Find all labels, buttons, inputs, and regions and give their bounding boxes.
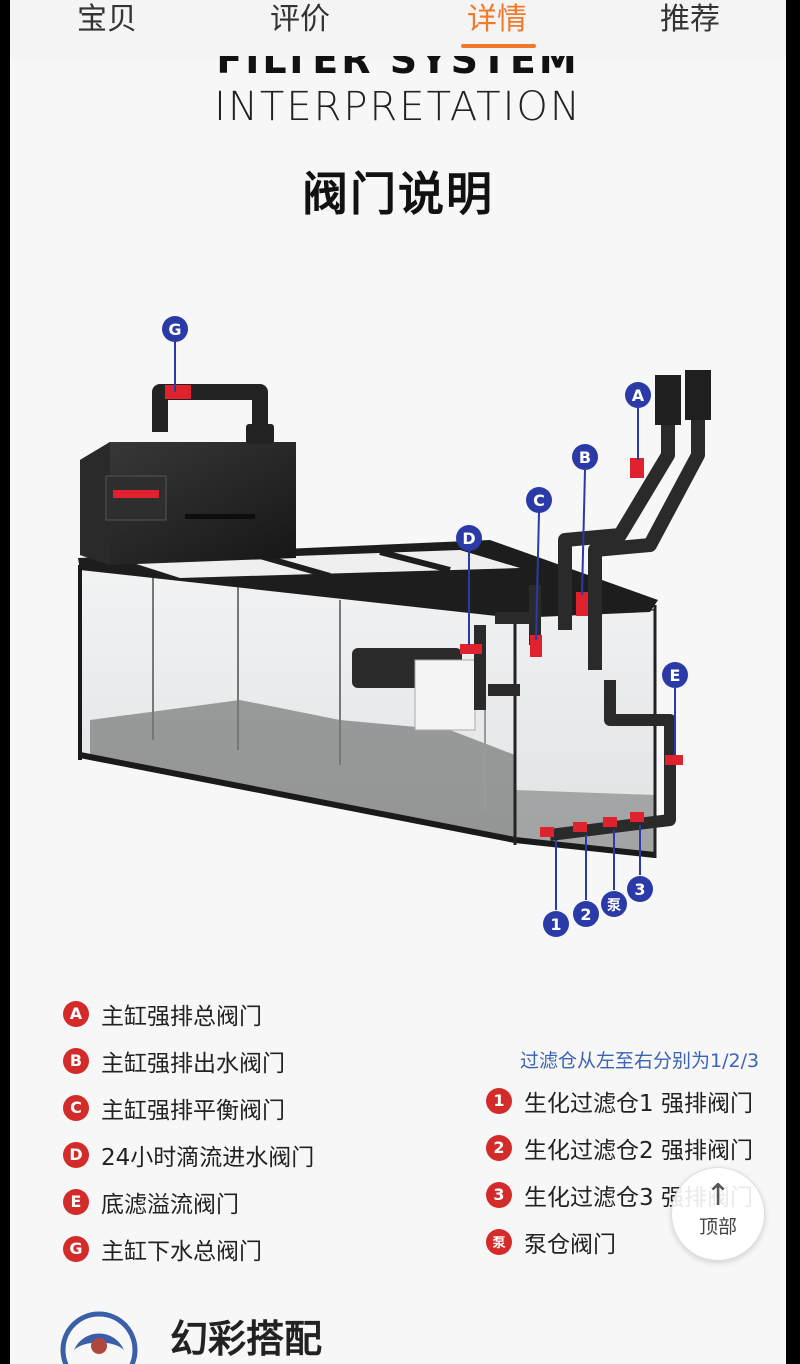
legend-item-C: C 主缸强排平衡阀门	[63, 1084, 314, 1131]
legend-badge: B	[63, 1047, 89, 1074]
legend-item-2: 2 生化过滤仓2 强排阀门	[486, 1124, 753, 1171]
tab-baobei[interactable]: 宝贝	[77, 2, 137, 37]
legend-badge: G	[63, 1235, 89, 1262]
filter-system-diagram: G A B C D E 1 2	[78, 316, 711, 937]
badge-3: 3	[627, 876, 653, 902]
svg-text:A: A	[632, 386, 645, 405]
legend-badge: C	[63, 1094, 89, 1121]
valve-legend-left: A 主缸强排总阀门 B 主缸强排出水阀门 C 主缸强排平衡阀门 D 24小时滴流…	[63, 990, 314, 1272]
section-title: 阀门说明	[302, 167, 494, 221]
g-pipe	[152, 384, 274, 444]
tab-reviews[interactable]: 评价	[270, 2, 330, 37]
svg-text:1: 1	[550, 915, 561, 934]
svg-text:D: D	[462, 529, 475, 548]
badge-C: C	[526, 487, 552, 513]
callout-lines	[174, 340, 676, 910]
valve-legend-right: 1 生化过滤仓1 强排阀门 2 生化过滤仓2 强排阀门 3 生化过滤仓3 强排阀…	[486, 1077, 753, 1265]
badge-A: A	[625, 382, 651, 408]
chamber-order-note: 过滤仓从左至右分别为1/2/3	[520, 1050, 760, 1072]
legend-badge: A	[63, 1000, 89, 1027]
legend-text: 生化过滤仓2 强排阀门	[524, 1137, 753, 1164]
legend-text: 主缸强排总阀门	[101, 1003, 262, 1030]
legend-item-1: 1 生化过滤仓1 强排阀门	[486, 1077, 753, 1124]
legend-item-A: A 主缸强排总阀门	[63, 990, 314, 1037]
back-to-top-button[interactable]: ↑ 顶部	[671, 1167, 765, 1261]
legend-item-D: D 24小时滴流进水阀门	[63, 1131, 314, 1178]
badge-G: G	[162, 316, 188, 342]
legend-text: 主缸下水总阀门	[101, 1238, 262, 1265]
top-filter-box	[80, 442, 296, 565]
svg-text:B: B	[579, 448, 591, 467]
legend-text: 主缸强排平衡阀门	[101, 1097, 285, 1124]
badge-1: 1	[543, 911, 569, 937]
badge-E: E	[662, 662, 688, 688]
svg-text:E: E	[670, 666, 681, 685]
heading-en-line1: FILTER SYSTEM	[216, 56, 580, 82]
tab-recommend[interactable]: 推荐	[660, 2, 720, 37]
tank	[78, 540, 658, 858]
svg-text:2: 2	[580, 905, 591, 924]
legend-item-G: G 主缸下水总阀门	[63, 1225, 314, 1272]
legend-badge: 2	[486, 1134, 512, 1161]
svg-text:3: 3	[634, 880, 645, 899]
badge-2: 2	[573, 901, 599, 927]
back-to-top-label: 顶部	[698, 1216, 737, 1238]
svg-text:泵: 泵	[607, 898, 621, 914]
legend-text: 泵仓阀门	[524, 1231, 616, 1258]
tab-details[interactable]: 详情	[467, 2, 527, 37]
legend-badge: 3	[486, 1181, 512, 1208]
active-tab-indicator	[461, 44, 536, 48]
legend-badge: E	[63, 1188, 89, 1215]
legend-badge: 1	[486, 1087, 512, 1114]
arrow-up-icon: ↑	[705, 1178, 731, 1213]
top-tab-bar: 宝贝 评价 详情 推荐	[10, 0, 786, 60]
legend-text: 生化过滤仓1 强排阀门	[524, 1090, 753, 1117]
brand-section-title: 幻彩搭配	[170, 1317, 323, 1361]
legend-text: 底滤溢流阀门	[101, 1191, 239, 1218]
svg-text:G: G	[168, 320, 181, 339]
legend-text: 主缸强排出水阀门	[101, 1050, 285, 1077]
badge-D: D	[456, 525, 482, 551]
return-pipes	[460, 370, 711, 841]
legend-text: 24小时滴流进水阀门	[101, 1144, 315, 1171]
badge-B: B	[572, 444, 598, 470]
svg-text:C: C	[533, 491, 545, 510]
legend-item-B: B 主缸强排出水阀门	[63, 1037, 314, 1084]
legend-badge: D	[63, 1141, 89, 1168]
heading-en-line2: INTERPRETATION	[214, 84, 582, 130]
legend-badge: 泵	[486, 1228, 512, 1255]
brand-logo-icon	[60, 1311, 138, 1364]
badge-pump: 泵	[601, 891, 627, 917]
product-detail-page: 宝贝 评价 详情 推荐 FILTER SYSTEM INTERPRETATION…	[10, 0, 786, 1364]
legend-item-pump: 泵 泵仓阀门	[486, 1218, 753, 1265]
legend-item-E: E 底滤溢流阀门	[63, 1178, 314, 1225]
